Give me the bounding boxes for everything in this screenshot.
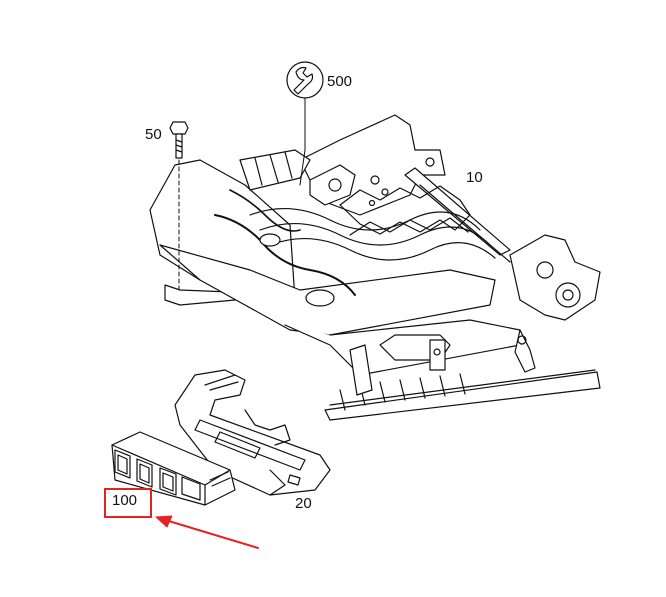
- control-unit-100: [111, 431, 236, 506]
- callout-bolt: 50: [145, 126, 162, 143]
- highlight-box: [104, 488, 152, 518]
- bolt-50: [169, 121, 189, 291]
- callout-control-unit: 100: [112, 492, 138, 509]
- wrench-icon: [286, 61, 324, 186]
- pointer-arrow: [155, 515, 259, 549]
- callout-seat-frame: 10: [466, 169, 483, 186]
- callout-workshop-ref: 500: [327, 73, 353, 90]
- seat-frame: [149, 114, 601, 421]
- callout-bracket: 20: [295, 495, 312, 512]
